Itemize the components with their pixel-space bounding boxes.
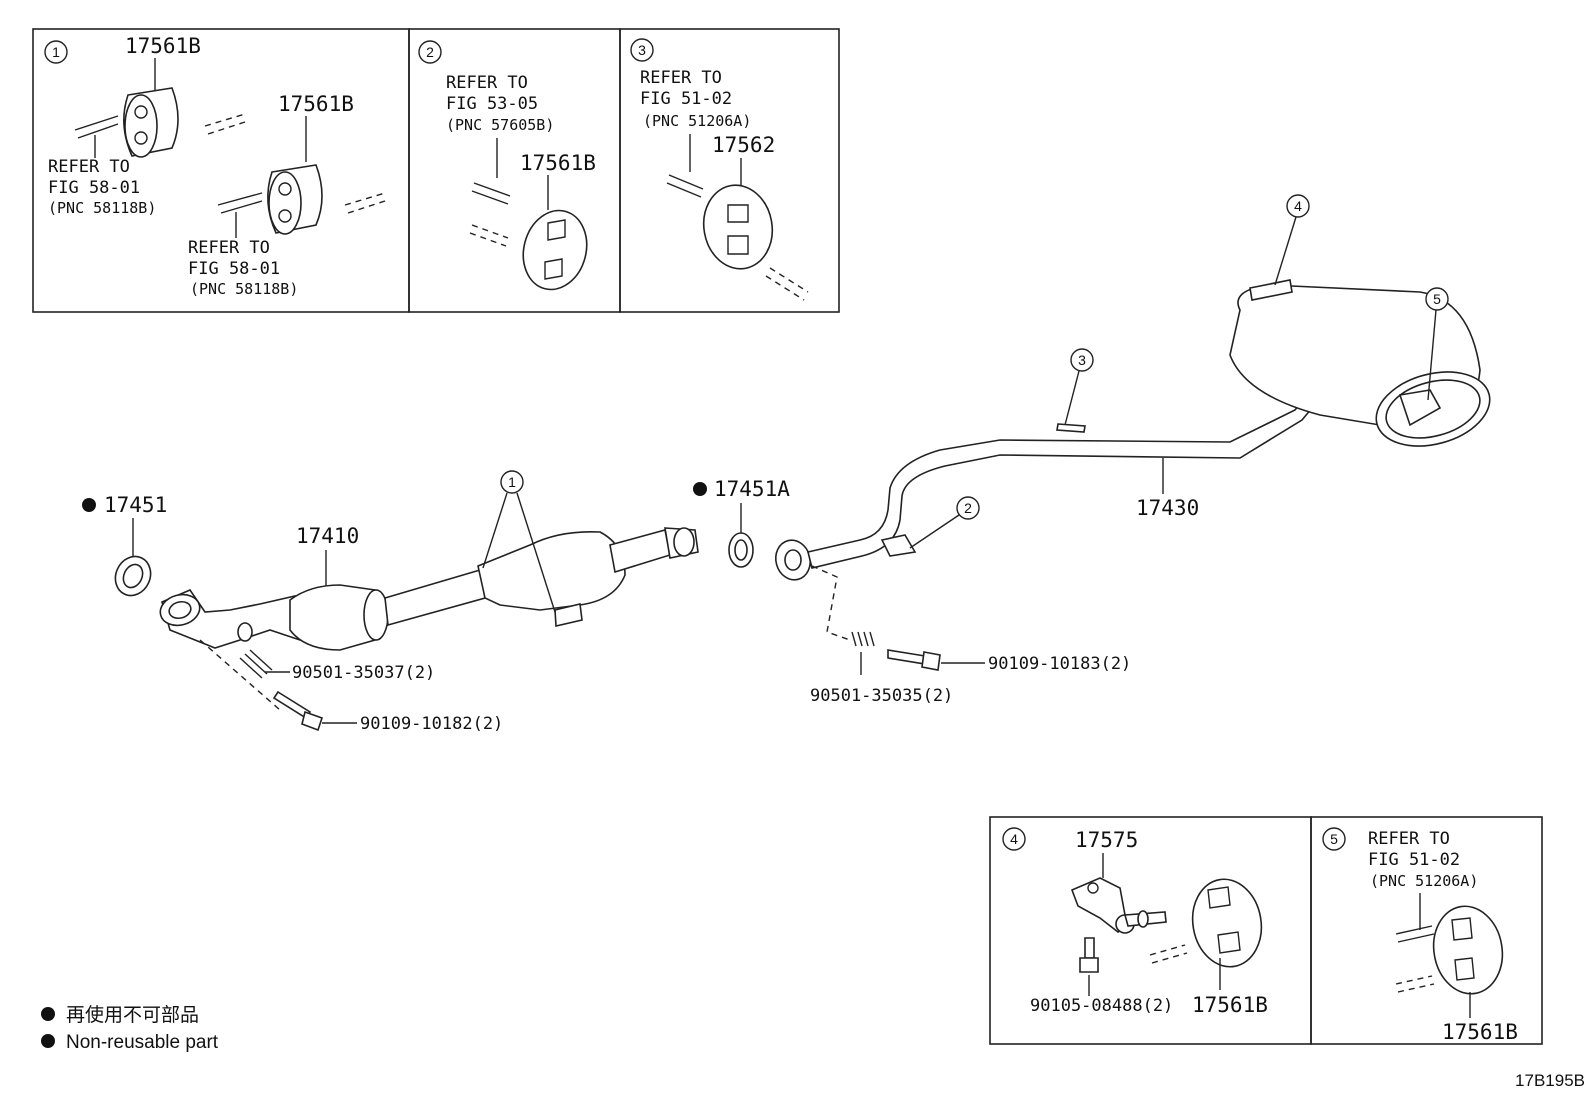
callout-5-number: 5 [1433,291,1441,307]
callout-3: 3 [1064,348,1094,426]
inset-1-part-top: 17561B [125,34,201,58]
gasket-17451: 17451 [82,493,167,597]
callout-2: 2 [909,496,980,549]
figure-code: 17B195B [1515,1071,1585,1090]
callout-3-number: 3 [1078,352,1086,368]
rear-fasteners: 90501-35035(2) 90109-10183(2) [810,565,1131,706]
inset-2-part: 17561B [520,151,596,175]
bracket-17575 [1070,877,1167,934]
inset-box-1: 1 17561B REFER TO FIG 58-01 (PNC 58118B)… [32,28,410,313]
tail-pipe-17430: 17430 [774,279,1491,581]
bolt-90105 [1079,937,1099,973]
inset-1-refer1-line1: REFER TO [48,157,130,177]
rubber-hanger-5 [1432,905,1504,995]
callout-1-number: 1 [508,474,516,490]
inset-4-number: 4 [1010,831,1018,847]
callout-4: 4 [1274,194,1310,286]
inset-3-number: 3 [638,42,646,58]
inset-2-refer-line1: REFER TO [446,73,528,93]
callout-4-number: 4 [1294,198,1302,214]
rubber-hanger-4 [1191,878,1263,968]
inset-5-part: 17561B [1442,1020,1518,1044]
inset-box-3: 3 REFER TO FIG 51-02 (PNC 51206A) 17562 [619,28,840,313]
spring-front-label: 90501-35037(2) [292,663,435,683]
gasket-center-label: 17451A [714,477,790,501]
bolt-front-label: 90109-10182(2) [360,714,503,734]
inset-box-2: 2 REFER TO FIG 53-05 (PNC 57605B) 17561B [408,28,621,313]
front-pipe-label: 17410 [296,524,359,548]
inset-1-refer2-line1: REFER TO [188,238,270,258]
front-fasteners: 90501-35037(2) 90109-10182(2) [199,639,503,734]
inset-5-refer-line1: REFER TO [1368,829,1450,849]
callout-1: 1 [482,470,556,613]
callout-5: 5 [1425,287,1449,401]
gasket-front-label: 17451 [104,493,167,517]
inset-1-part-second: 17561B [278,92,354,116]
inset-1-number: 1 [52,44,60,60]
rubber-hanger-1a [123,87,179,158]
legend-jp: 再使用不可部品 [66,1004,199,1026]
legend-en: Non-reusable part [66,1032,219,1053]
inset-3-part: 17562 [712,133,775,157]
inset-1-refer1-line3: (PNC 58118B) [48,199,156,217]
tail-pipe-label: 17430 [1136,496,1199,520]
rubber-hanger-3 [702,184,774,270]
inset-2-number: 2 [426,44,434,60]
inset-1-refer1-line2: FIG 58-01 [48,178,140,198]
inset-3-refer-line2: FIG 51-02 [640,89,732,109]
spring-rear-label: 90501-35035(2) [810,686,953,706]
inset-1-refer2-line3: (PNC 58118B) [190,280,298,298]
inset-box-5: 5 REFER TO FIG 51-02 (PNC 51206A) 17561B [1310,816,1543,1045]
rubber-hanger-1b [267,164,323,235]
inset-3-refer-line3: (PNC 51206A) [643,112,751,130]
inset-2-refer-line2: FIG 53-05 [446,94,538,114]
bolt-rear-label: 90109-10183(2) [988,654,1131,674]
front-pipe-17410: 17410 [159,524,699,651]
inset-1-refer2-line2: FIG 58-01 [188,259,280,279]
inset-3-refer-line1: REFER TO [640,68,722,88]
inset-5-refer-line2: FIG 51-02 [1368,850,1460,870]
callout-2-number: 2 [964,500,972,516]
inset-box-4: 4 17575 90105-08488(2) 17561B [989,816,1312,1045]
inset-4-bolt: 90105-08488(2) [1030,996,1173,1016]
inset-5-number: 5 [1330,831,1338,847]
legend: 再使用不可部品 Non-reusable part [41,1004,219,1053]
gasket-17451A: 17451A [693,477,790,568]
rubber-hanger-2 [522,209,588,291]
inset-2-refer-line3: (PNC 57605B) [446,116,554,134]
inset-5-refer-line3: (PNC 51206A) [1370,872,1478,890]
inset-4-bracket: 17575 [1075,828,1138,852]
inset-4-part: 17561B [1192,993,1268,1017]
